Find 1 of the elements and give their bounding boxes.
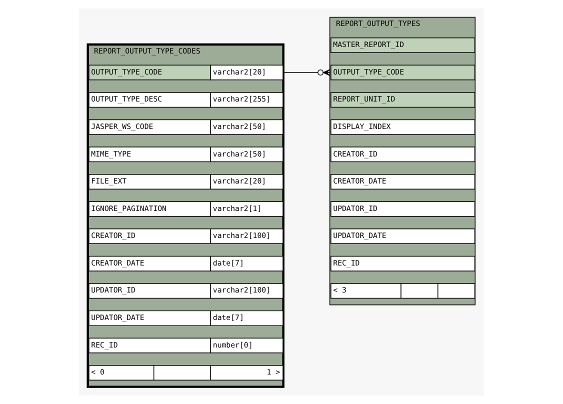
connector xyxy=(282,69,330,76)
